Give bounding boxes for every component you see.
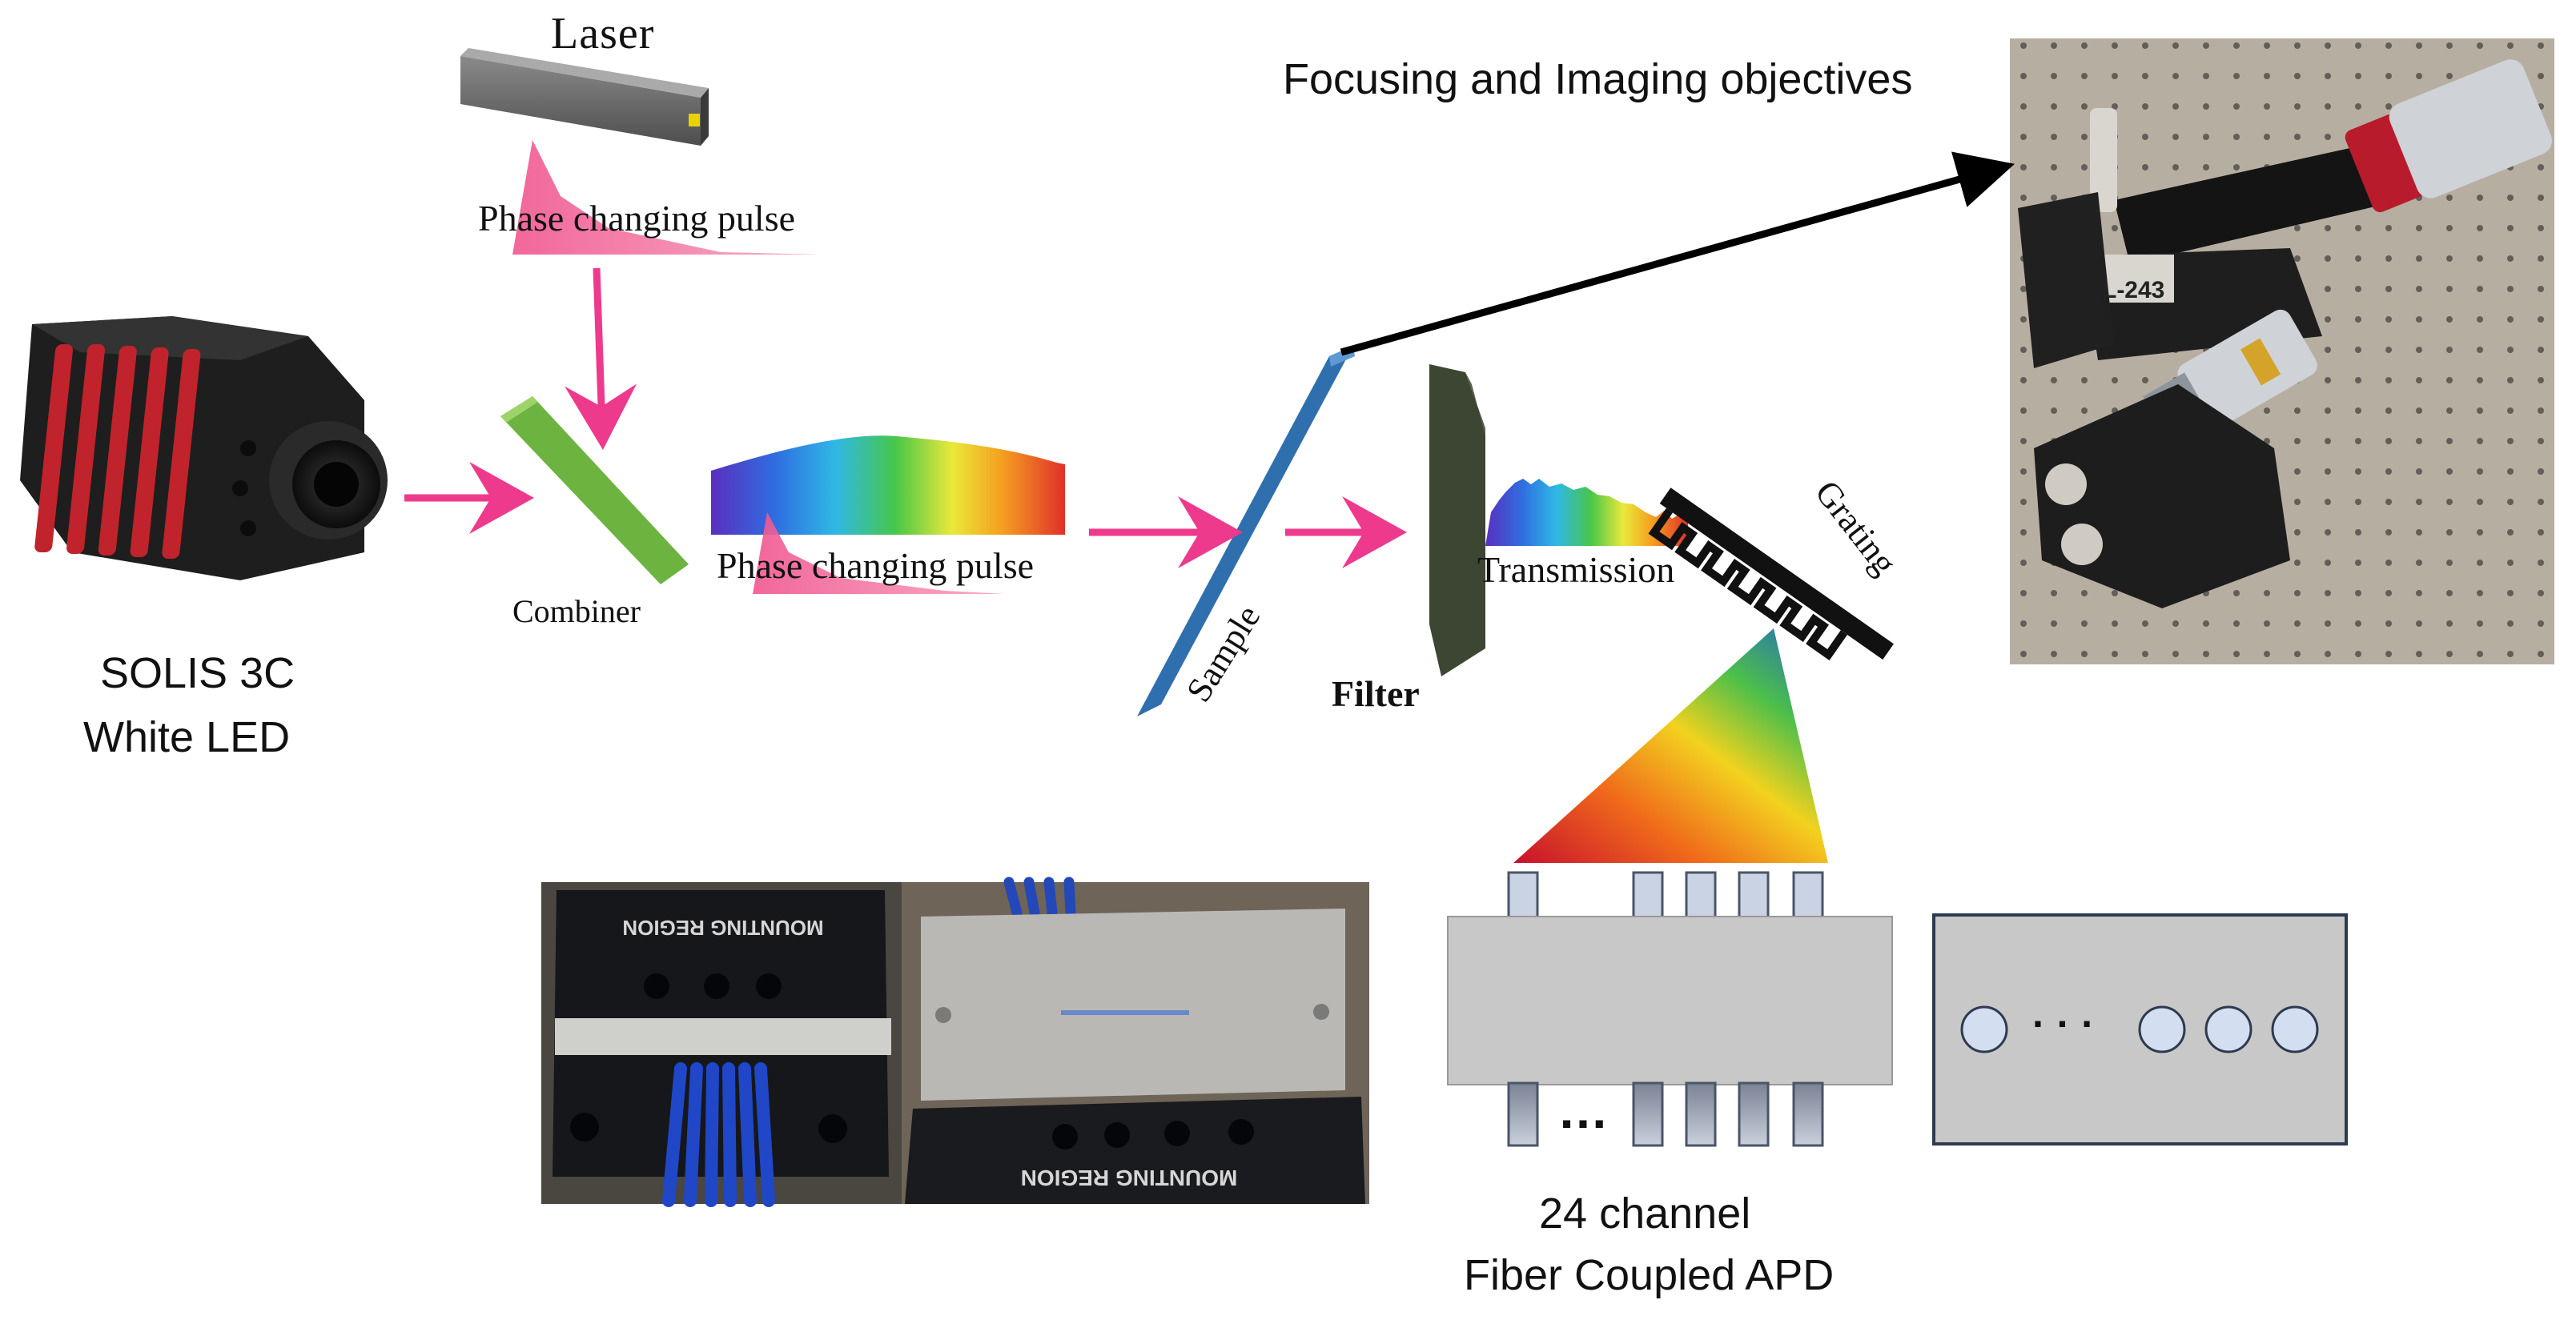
fiber-ellipsis: … <box>1557 1081 1609 1139</box>
apd-face-ellipsis: · · · <box>2032 1001 2095 1046</box>
transmission-spectrum <box>1485 479 1688 546</box>
spectrum-pulse <box>711 435 1065 535</box>
diffraction-grating <box>1648 487 1894 660</box>
white-led-camera-icon <box>20 316 388 580</box>
combiner-plate <box>500 396 689 584</box>
mount-label-top: MOUNTING REGION <box>622 916 823 940</box>
apd-label-line1: 24 channel <box>1539 1190 1751 1238</box>
dispersed-spectrum-triangle <box>1513 628 1828 863</box>
arrow-laser-to-combiner <box>565 267 637 450</box>
apd-face-panel <box>1932 913 2348 1145</box>
grating-label: Grating <box>1807 473 1904 582</box>
laser-module-icon <box>460 48 709 146</box>
pink-arrows <box>404 267 1407 568</box>
optical-filter <box>1429 364 1485 676</box>
transmission-label: Transmission <box>1477 549 1675 590</box>
objectives-photo <box>2010 38 2554 664</box>
phase-pulse-shape-top <box>512 140 821 255</box>
source-label-line1: SOLIS 3C <box>100 649 295 697</box>
fiber-mount-photo-right <box>902 877 1369 1204</box>
pulse-label-top: Phase changing pulse <box>478 198 796 239</box>
phase-pulse-shape-mid <box>753 512 1005 594</box>
combiner-label: Combiner <box>512 593 641 629</box>
arrow-to-objectives <box>1340 151 2015 356</box>
pulse-label-mid: Phase changing pulse <box>717 545 1035 586</box>
source-label-line2: White LED <box>83 713 291 761</box>
apd-module <box>1447 871 1893 1147</box>
fiber-mount-photo-left <box>541 882 902 1207</box>
lens-tag: :L-243 <box>2094 277 2164 303</box>
objectives-label: Focusing and Imaging objectives <box>1283 55 1913 103</box>
filter-label: Filter <box>1332 673 1420 714</box>
mount-label-bottom: MOUNTING REGION <box>1021 1166 1238 1190</box>
apd-label-line2: Fiber Coupled APD <box>1464 1251 1835 1299</box>
laser-label: Laser <box>551 9 655 58</box>
